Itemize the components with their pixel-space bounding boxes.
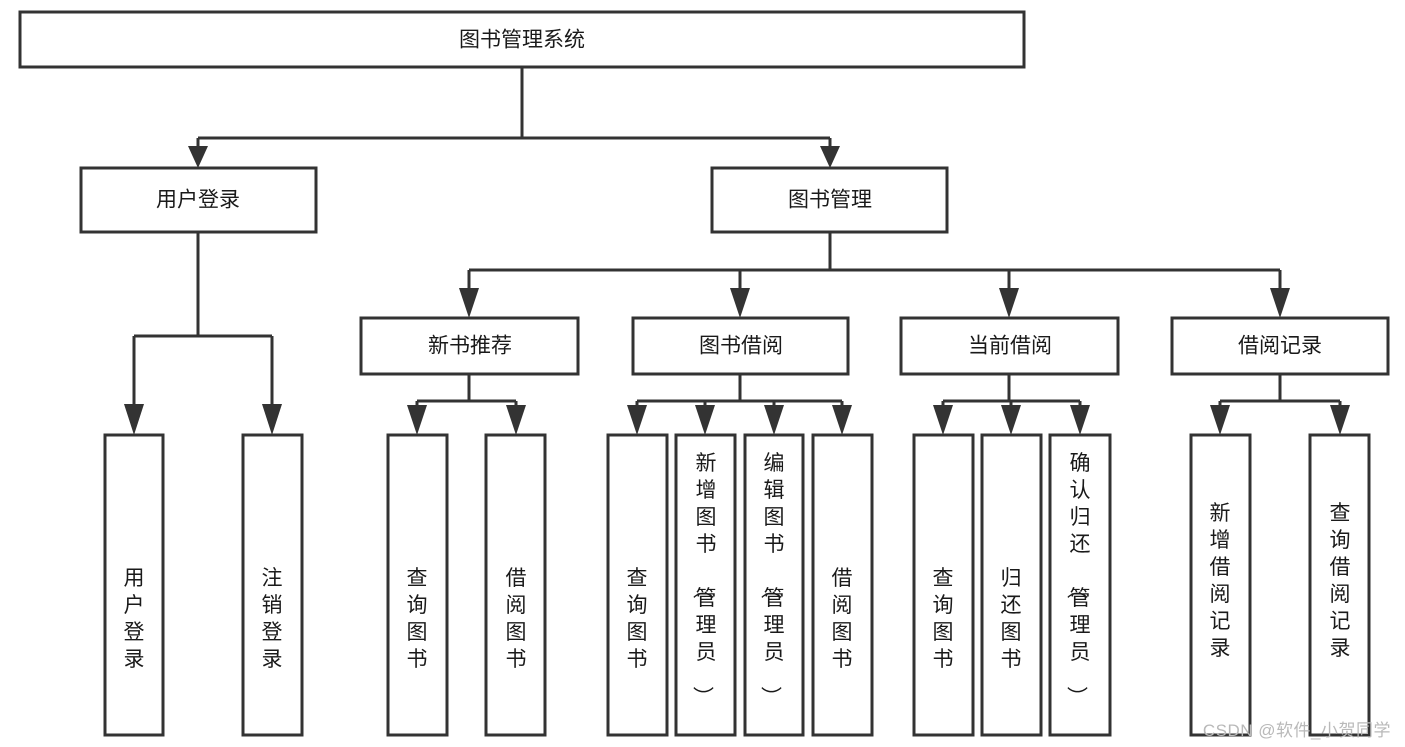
node-leaf-user-login[interactable]: 用户登录: [103, 433, 165, 737]
node-leaf-logout-login[interactable]: 注销登录: [241, 433, 304, 737]
leaf-query-book-1-label: 查询图书: [407, 567, 428, 671]
root-box[interactable]: [18, 10, 1026, 69]
node-leaf-add-book[interactable]: 新增图书（管理员）: [674, 433, 737, 737]
node-leaf-borrow-book-2[interactable]: 借阅图书: [811, 433, 874, 737]
node-leaf-edit-book[interactable]: 编辑图书（管理员）: [743, 433, 805, 737]
arrow-to-leaf-borrow-book-2: [832, 405, 852, 435]
new-book-recommend-label: 新书推荐: [428, 335, 512, 358]
leaf-confirm-return-box[interactable]: [1048, 433, 1112, 737]
borrow-record-label: 借阅记录: [1238, 335, 1322, 358]
node-book-borrow[interactable]: 图书借阅: [631, 316, 850, 376]
arrow-to-book-borrow: [730, 288, 750, 318]
leaf-borrow-book-1-box[interactable]: [484, 433, 547, 737]
leaf-logout-login-box[interactable]: [241, 433, 304, 737]
leaf-edit-book-box[interactable]: [743, 433, 805, 737]
leaf-query-record-label: 查询借阅记录: [1330, 502, 1351, 660]
leaf-user-login-box[interactable]: [103, 433, 165, 737]
book-management-box[interactable]: [710, 166, 949, 234]
node-borrow-record[interactable]: 借阅记录: [1170, 316, 1390, 376]
arrow-to-leaf-edit-book: [764, 405, 784, 435]
arrow-to-leaf-query-book-1: [407, 405, 427, 435]
arrow-to-leaf-logout-login: [262, 404, 282, 435]
leaf-query-book-1-box[interactable]: [386, 433, 449, 737]
node-leaf-query-book-1[interactable]: 查询图书: [386, 433, 449, 737]
arrow-to-leaf-user-login: [124, 404, 144, 435]
node-leaf-query-book-3[interactable]: 查询图书: [912, 433, 975, 737]
root-label: 图书管理系统: [459, 29, 585, 52]
edges-layer: [124, 67, 1350, 435]
leaf-query-record-box[interactable]: [1308, 433, 1371, 737]
book-management-label: 图书管理: [788, 189, 872, 212]
node-leaf-add-record[interactable]: 新增借阅记录: [1189, 433, 1252, 737]
leaf-return-book-label: 归还图书: [1001, 567, 1022, 671]
node-root-book-management-system[interactable]: 图书管理系统: [18, 10, 1026, 69]
arrow-to-book-management: [820, 146, 840, 168]
arrow-to-borrow-record: [1270, 288, 1290, 318]
leaf-borrow-book-1-label: 借阅图书: [506, 567, 527, 671]
user-login-box[interactable]: [79, 166, 318, 234]
arrow-to-leaf-query-book-2: [627, 405, 647, 435]
leaf-user-login-label: 用户登录: [124, 567, 145, 671]
leaf-add-record-box[interactable]: [1189, 433, 1252, 737]
leaf-logout-login-label: 注销登录: [262, 567, 283, 671]
node-leaf-borrow-book-1[interactable]: 借阅图书: [484, 433, 547, 737]
leaf-borrow-book-2-box[interactable]: [811, 433, 874, 737]
node-leaf-confirm-return[interactable]: 确认归还（管理员）: [1048, 433, 1112, 737]
book-borrow-box[interactable]: [631, 316, 850, 376]
borrow-record-box[interactable]: [1170, 316, 1390, 376]
arrow-to-leaf-borrow-book-1: [506, 405, 526, 435]
user-login-label: 用户登录: [156, 189, 240, 212]
leaf-borrow-book-2-label: 借阅图书: [832, 567, 853, 671]
leaf-edit-book-label: 编辑图书（管理员）: [759, 452, 785, 707]
new-book-recommend-box[interactable]: [359, 316, 580, 376]
node-leaf-return-book[interactable]: 归还图书: [980, 433, 1043, 737]
leaf-query-book-2-label: 查询图书: [627, 567, 648, 671]
leaf-query-book-3-box[interactable]: [912, 433, 975, 737]
leaf-query-book-3-label: 查询图书: [933, 567, 954, 671]
arrow-to-new-book-recommend: [459, 288, 479, 318]
leaf-add-book-box[interactable]: [674, 433, 737, 737]
node-user-login[interactable]: 用户登录: [79, 166, 318, 234]
node-leaf-query-book-2[interactable]: 查询图书: [606, 433, 669, 737]
node-new-book-recommend[interactable]: 新书推荐: [359, 316, 580, 376]
book-borrow-label: 图书借阅: [699, 335, 783, 358]
leaf-confirm-return-label: 确认归还（管理员）: [1065, 452, 1091, 707]
arrow-to-leaf-confirm-return: [1070, 405, 1090, 435]
arrow-to-current-borrow: [999, 288, 1019, 318]
leaf-return-book-box[interactable]: [980, 433, 1043, 737]
arrow-to-user-login: [188, 146, 208, 168]
arrow-to-leaf-return-book: [1001, 405, 1021, 435]
arrow-to-leaf-query-book-3: [933, 405, 953, 435]
leaf-add-record-label: 新增借阅记录: [1210, 502, 1231, 660]
leaf-add-book-label: 新增图书（管理员）: [691, 452, 717, 707]
node-leaf-query-record[interactable]: 查询借阅记录: [1308, 433, 1371, 737]
node-current-borrow[interactable]: 当前借阅: [899, 316, 1120, 376]
arrow-to-leaf-query-record: [1330, 405, 1350, 435]
leaf-query-book-2-box[interactable]: [606, 433, 669, 737]
arrow-to-leaf-add-book: [695, 405, 715, 435]
current-borrow-box[interactable]: [899, 316, 1120, 376]
arrow-to-leaf-add-record: [1210, 405, 1230, 435]
current-borrow-label: 当前借阅: [968, 335, 1052, 358]
node-book-management[interactable]: 图书管理: [710, 166, 949, 234]
